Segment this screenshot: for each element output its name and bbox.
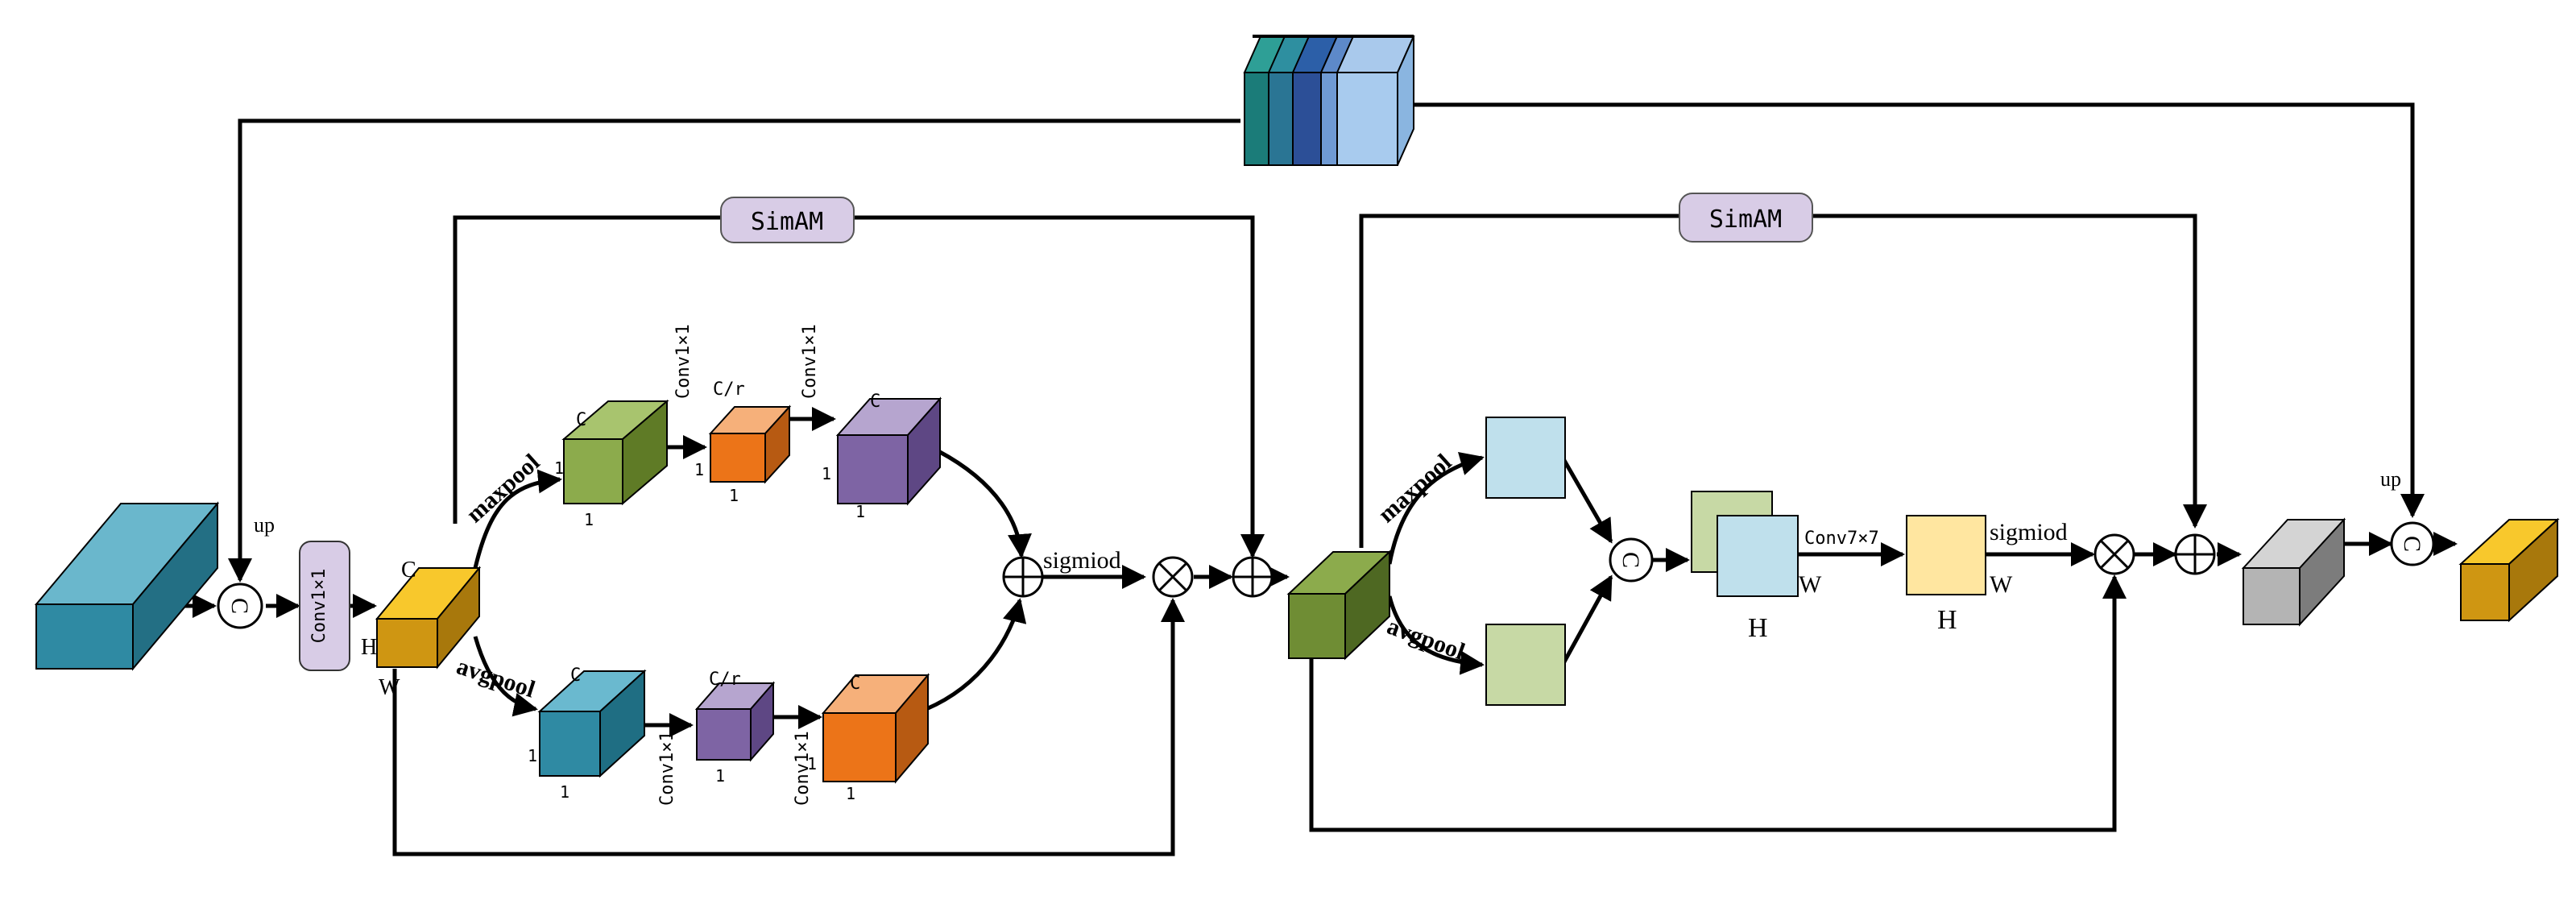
svg-text:1: 1 [560,782,569,802]
simam-box-1: SimAM [720,197,855,243]
svg-text:1: 1 [554,458,564,478]
svg-text:H: H [1748,613,1768,643]
up-label-2: up [2380,467,2401,491]
svg-text:1: 1 [807,754,817,773]
svg-text:1: 1 [528,746,537,765]
maxpool-map [1485,417,1566,499]
svg-text:Conv1×1: Conv1×1 [309,569,329,644]
maxpool-label: maxpool [462,449,545,528]
multiply-icon-1 [1152,556,1194,598]
svg-text:C/r: C/r [713,379,745,400]
multiply-icon-2 [2094,533,2135,575]
input-feature-block [34,501,220,671]
avgpool-label: avgpool [453,653,538,703]
svg-text:W: W [1990,571,2013,598]
skip-line-right [1410,102,2425,518]
svg-text:Conv1×1: Conv1×1 [673,324,694,399]
orange-block-bottom [821,673,930,784]
concat-icon: C [217,583,263,629]
w-label: W [379,675,400,700]
svg-text:Conv1×1: Conv1×1 [657,731,677,806]
avgpool-label-2: avgpool [1384,613,1468,666]
simam-box-2: SimAM [1679,193,1813,243]
svg-text:Conv1×1: Conv1×1 [793,731,813,806]
avgpool-map [1485,624,1566,706]
add-icon-2 [1232,556,1274,598]
sigmiod-label-1: sigmiod [1043,547,1121,574]
svg-text:1: 1 [822,464,831,483]
svg-text:1: 1 [584,510,594,529]
add-icon-3 [2174,533,2216,575]
svg-text:C: C [2399,536,2425,552]
svg-text:Conv1×1: Conv1×1 [800,324,820,399]
svg-text:H: H [1937,605,1957,635]
spatial-attention-map [1906,515,1986,595]
svg-text:C: C [850,674,860,694]
sigmiod-label-2: sigmiod [1990,519,2068,545]
svg-text:1: 1 [729,486,739,505]
add-icon-1 [1002,556,1044,598]
c-label: C [401,558,416,583]
svg-text:C: C [1617,552,1644,568]
gray-feature-block [2241,517,2346,627]
conv7x7-label: Conv7×7 [1804,529,1879,549]
svg-text:1: 1 [694,460,704,479]
svg-text:C: C [226,598,253,614]
concat-icon-3: C [2390,521,2435,566]
maxpool-label-2: maxpool [1373,449,1457,528]
green-feature-block [1286,549,1392,661]
h-label: H [361,635,377,660]
up-label: up [254,513,275,537]
svg-text:1: 1 [846,784,855,803]
stacked-feature-maps [1243,35,1415,166]
svg-text:W: W [1799,571,1822,598]
svg-text:1: 1 [855,502,865,521]
svg-text:C: C [870,392,880,412]
concat-icon-2: C [1609,537,1654,583]
svg-text:C/r: C/r [709,670,741,690]
svg-text:SimAM: SimAM [751,208,823,236]
svg-text:SimAM: SimAM [1709,205,1782,234]
skip-line-left [228,118,1240,583]
svg-text:1: 1 [715,766,725,786]
orange-small-block-top [708,404,792,484]
svg-text:C: C [576,410,586,430]
conv1x1-box: Conv1×1 [299,541,350,671]
gold-feature-block [375,566,482,670]
stacked-map-front [1717,515,1799,597]
teal-block-bottom [537,669,647,778]
purple-small-block-bottom [694,681,776,762]
purple-block-top [835,396,942,506]
svg-text:C: C [570,666,581,686]
green-block-top [561,399,669,506]
output-feature-block [2458,517,2560,623]
